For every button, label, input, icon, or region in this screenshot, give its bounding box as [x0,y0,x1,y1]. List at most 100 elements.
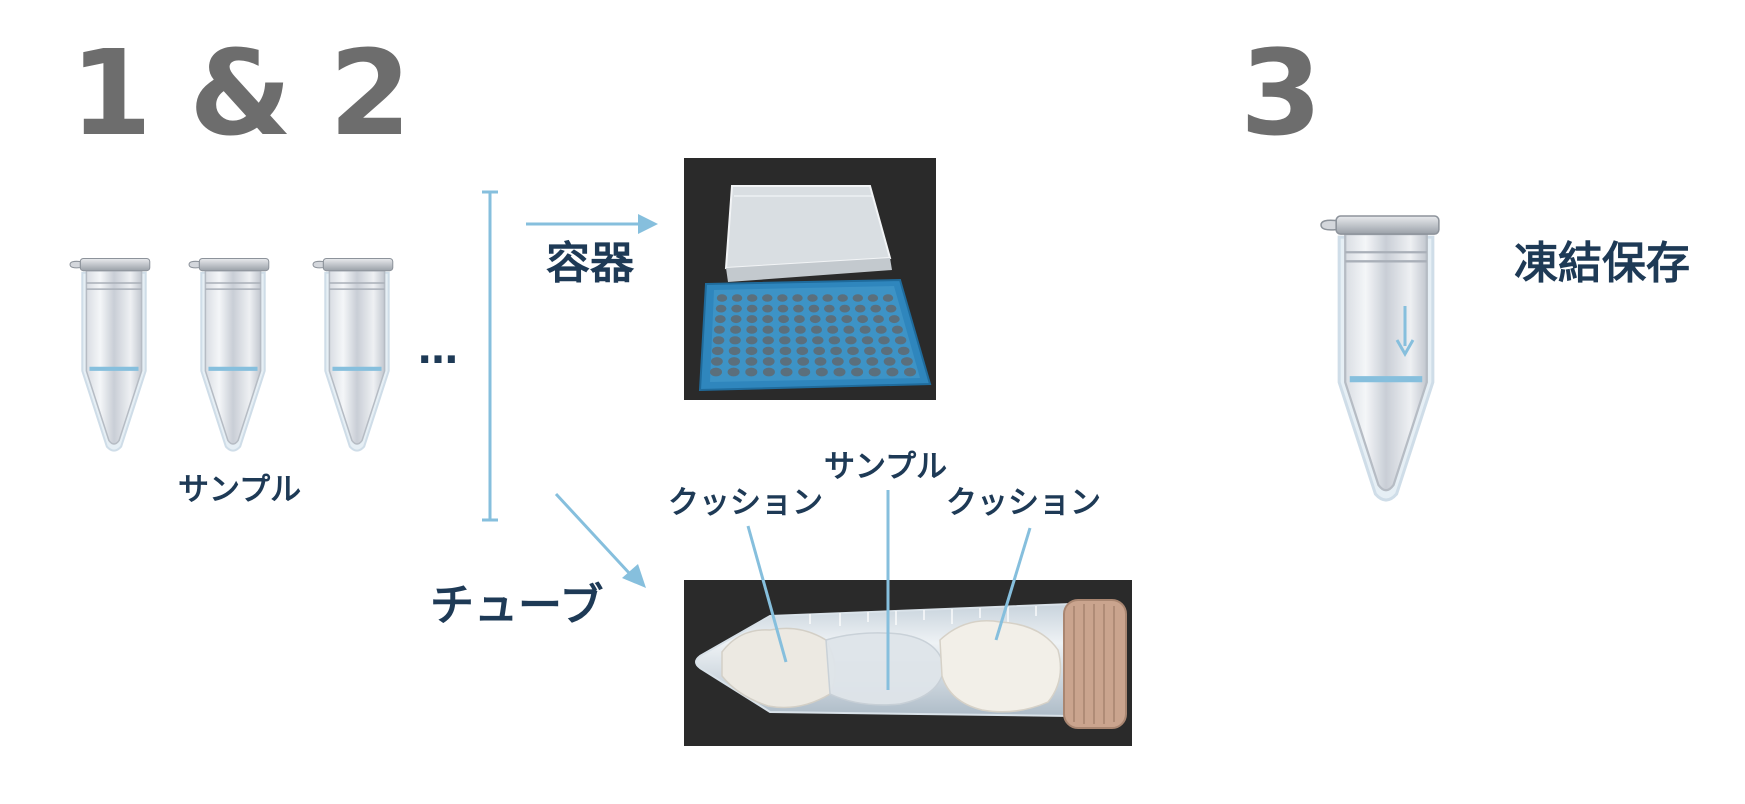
ellipsis-label: … [418,327,458,373]
rack-hole [808,304,820,313]
rack-hole [894,336,907,345]
step-number-3: 3 [1240,24,1322,162]
rack-hole [713,325,725,334]
rack-hole [888,315,900,324]
rack-hole [807,294,818,302]
rack-hole [809,315,821,324]
rack-hole [814,357,827,366]
rack-hole [841,315,853,324]
rack-hole [845,336,857,345]
rack-hole [778,325,790,334]
rack-hole [730,325,742,334]
rack-hole [849,357,861,366]
bracket [482,190,498,522]
rack-hole [798,367,811,377]
rack-hole [875,325,887,334]
rack-hole [794,325,806,334]
rack-hole [745,367,758,377]
rack-hole [839,304,851,313]
rack-hole [712,336,725,345]
rack-hole [746,336,758,345]
rack-hole [762,346,775,356]
rack-hole [897,346,910,356]
sample-tube-1 [70,258,150,450]
rack-hole [831,357,844,366]
rack-hole [881,346,893,356]
rack-hole [746,304,758,313]
rack-hole [857,315,868,324]
sample-label-tubes: サンプル [178,472,302,508]
cushion-tissue-right [939,620,1062,713]
container-label: 容器 [546,238,634,289]
rack-hole [867,294,879,302]
rack-hole [861,336,874,345]
rack-hole [711,346,724,356]
rack-hole [859,325,871,334]
falcon-tube [695,599,1127,729]
rack-hole [851,367,864,377]
sample-tube-3 [313,258,393,450]
rack-hole [779,346,792,356]
rack-hole [795,336,807,345]
clear-lid [724,185,892,282]
rack-hole [878,336,890,345]
rack-hole [891,325,903,334]
rack-hole [762,304,773,313]
rack-hole [762,367,775,377]
rack-hole [866,357,879,366]
rack-hole [780,357,792,366]
rack-hole [731,304,742,313]
rack-hole [854,304,866,313]
rack-hole [745,346,758,356]
rack-hole [792,294,803,302]
rack-hole [825,315,837,324]
rack-hole [715,304,727,313]
rack-hole [777,294,788,302]
tube-label: チューブ [430,580,604,631]
rack-hole [827,325,839,334]
rack-hole [813,346,825,356]
rack-hole [830,346,842,356]
frozen-storage-label: 凍結保存 [1514,238,1690,289]
rack-hole [746,315,758,324]
rack-hole [901,357,913,366]
rack-hole [728,346,741,356]
rack-hole [812,336,824,345]
blue-rack [698,278,932,392]
sample-wrapped [825,632,945,706]
rack-hole [852,294,863,302]
rack-hole [762,294,773,302]
rack-hole [811,325,822,334]
rack-hole [864,346,876,356]
rack-hole [747,294,758,302]
rack-hole [728,357,740,366]
rack-hole [716,294,728,302]
rack-hole [843,325,855,334]
arrow-to-tube [554,492,646,588]
rack-hole [777,304,789,313]
cushion-label-right: クッション [946,485,1101,521]
rack-hole [780,367,793,377]
rack-hole [797,357,810,366]
rack-hole [793,304,804,313]
tube-photo [684,580,1132,746]
rack-hole [779,336,791,345]
rack-hole [886,367,899,377]
rack-hole [796,346,809,356]
callout-lines [746,490,1032,690]
rack-hole [815,367,828,377]
rack-hole [714,315,726,324]
rack-hole [885,304,897,313]
step-number-1-2: 1 & 2 [70,24,411,162]
rack-hole [824,304,835,313]
rack-hole [731,294,743,302]
rack-hole [870,304,881,313]
rack-holes [710,294,916,377]
rack-hole [883,357,896,366]
rack-hole [710,367,722,377]
rack-hole [833,367,846,377]
container-photo [684,150,936,400]
rack-hole [873,315,884,324]
rack-hole [727,367,740,377]
